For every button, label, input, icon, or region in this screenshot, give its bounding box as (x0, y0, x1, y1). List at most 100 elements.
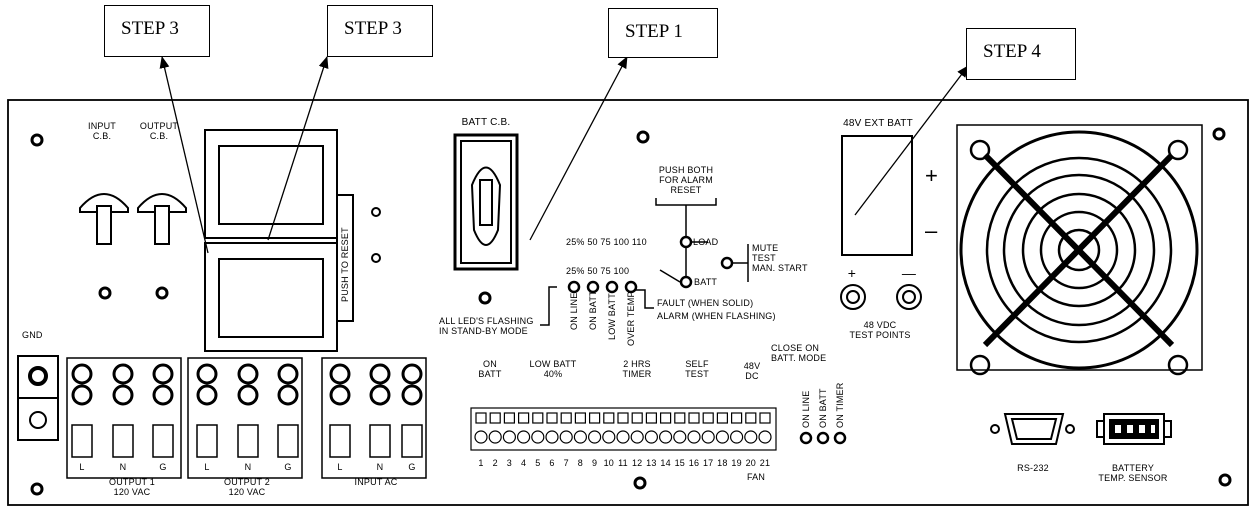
batt-scale-label: 25% 50 75 100 (566, 266, 630, 276)
terminal-letter: G (284, 462, 292, 472)
relay-terminal-screw (517, 412, 530, 424)
relay-terminal-hole (587, 430, 602, 444)
relay-terminal-screw (546, 412, 558, 424)
terminal-clamp (196, 424, 218, 458)
batt-label: BATT (694, 277, 718, 287)
terminal-screw (277, 384, 299, 406)
relay-terminal-number: 6 (549, 458, 555, 468)
batt-cb-label: BATT C.B. (461, 117, 511, 128)
test-point-plus: + (847, 265, 857, 281)
terminal-screw (71, 363, 93, 385)
status-led-on-batt: ON BATT (588, 290, 598, 330)
relay-terminal-hole (516, 430, 531, 444)
relay-terminal-number: 14 (660, 458, 671, 468)
terminal-blocks (66, 357, 427, 479)
relay-terminal-screw (745, 412, 757, 424)
alarm-led-tree (540, 198, 749, 326)
side-led-on-timer: ON TIMER (835, 382, 845, 428)
step3-callout-right: STEP 3 (327, 5, 433, 57)
relay-terminal-number: 4 (520, 458, 527, 468)
relay-terminal-screw (503, 412, 515, 424)
relay-terminal-screw (617, 412, 629, 424)
relay-terminal-hole (602, 430, 616, 444)
fault-label: FAULT (WHEN SOLID) (657, 298, 754, 308)
relay-terminal-screw (603, 412, 615, 424)
step4-callout: STEP 4 (966, 28, 1076, 80)
terminal-letter: L (204, 462, 210, 472)
terminal-letter: L (337, 462, 343, 472)
fan-grill-icon (956, 124, 1203, 376)
terminal-screw (329, 363, 351, 385)
input-ac-label: INPUT AC (354, 477, 398, 487)
reset-breakers (204, 129, 381, 352)
side-led-on-batt: ON BATT (818, 388, 828, 428)
relay-terminal-number: 17 (702, 458, 714, 468)
relay-terminal-screw (702, 412, 714, 424)
relay-terminal-number: 16 (688, 458, 700, 468)
relay-terminal-hole (531, 430, 545, 444)
relay-terminal-screw (489, 412, 501, 424)
relay-terminal-number: 21 (759, 458, 771, 468)
step3a-arrow (159, 56, 209, 254)
side-status-leds (799, 431, 847, 445)
relay-terminal-number: 19 (731, 458, 742, 468)
terminal-clamp (237, 424, 259, 458)
relay-terminal-screw (645, 412, 658, 424)
terminal-screw (329, 384, 351, 406)
terminal-screw (196, 363, 218, 385)
terminal-clamp (152, 424, 174, 458)
relay-terminal-number: 7 (563, 458, 569, 468)
load-scale-label: 25% 50 75 100 110 (566, 237, 647, 247)
relay-terminal-number: 10 (603, 458, 615, 468)
status-led-low-batt: LOW BATT (607, 293, 617, 340)
test-point-minus: — (901, 265, 917, 281)
terminal-screw (152, 363, 174, 385)
relay-terminal-screw (759, 412, 771, 424)
relay-terminal-screw (574, 412, 587, 424)
terminal-letter: N (244, 462, 252, 472)
terminal-clamp (401, 424, 423, 458)
relay-terminal-number: 1 (478, 458, 484, 468)
relay-terminal-hole (488, 430, 502, 444)
relay-terminal-screw (716, 412, 729, 424)
relay-terminal-screw (532, 412, 544, 424)
mounting-holes (30, 127, 1232, 496)
battery-sensor-port-icon (1096, 413, 1172, 445)
relay-terminal-number: 13 (646, 458, 657, 468)
step4-arrow (854, 65, 969, 216)
relay-terminal-hole (673, 430, 687, 444)
ext-batt-connector (840, 135, 922, 310)
relay-terminal-hole (545, 430, 559, 444)
relay-terminal-screw (560, 412, 572, 424)
ground-terminal (17, 355, 59, 441)
relay-terminal-hole (573, 430, 588, 444)
relay-terminal-hole (644, 430, 659, 444)
relay-terminal-hole (658, 430, 673, 444)
terminal-clamp (71, 424, 93, 458)
relay-terminal-hole (502, 430, 516, 444)
terminal-screw (112, 363, 134, 385)
toggle-switch-icon (79, 193, 187, 245)
status-led-on-line: ON LINE (569, 292, 579, 330)
relay-terminal-hole (559, 430, 573, 444)
terminal-screw (237, 363, 259, 385)
terminal-clamp (329, 424, 351, 458)
load-label: LOAD (693, 237, 719, 247)
push-to-reset-label: PUSH TO RESET (340, 227, 350, 302)
ext-batt-minus: – (925, 218, 938, 243)
